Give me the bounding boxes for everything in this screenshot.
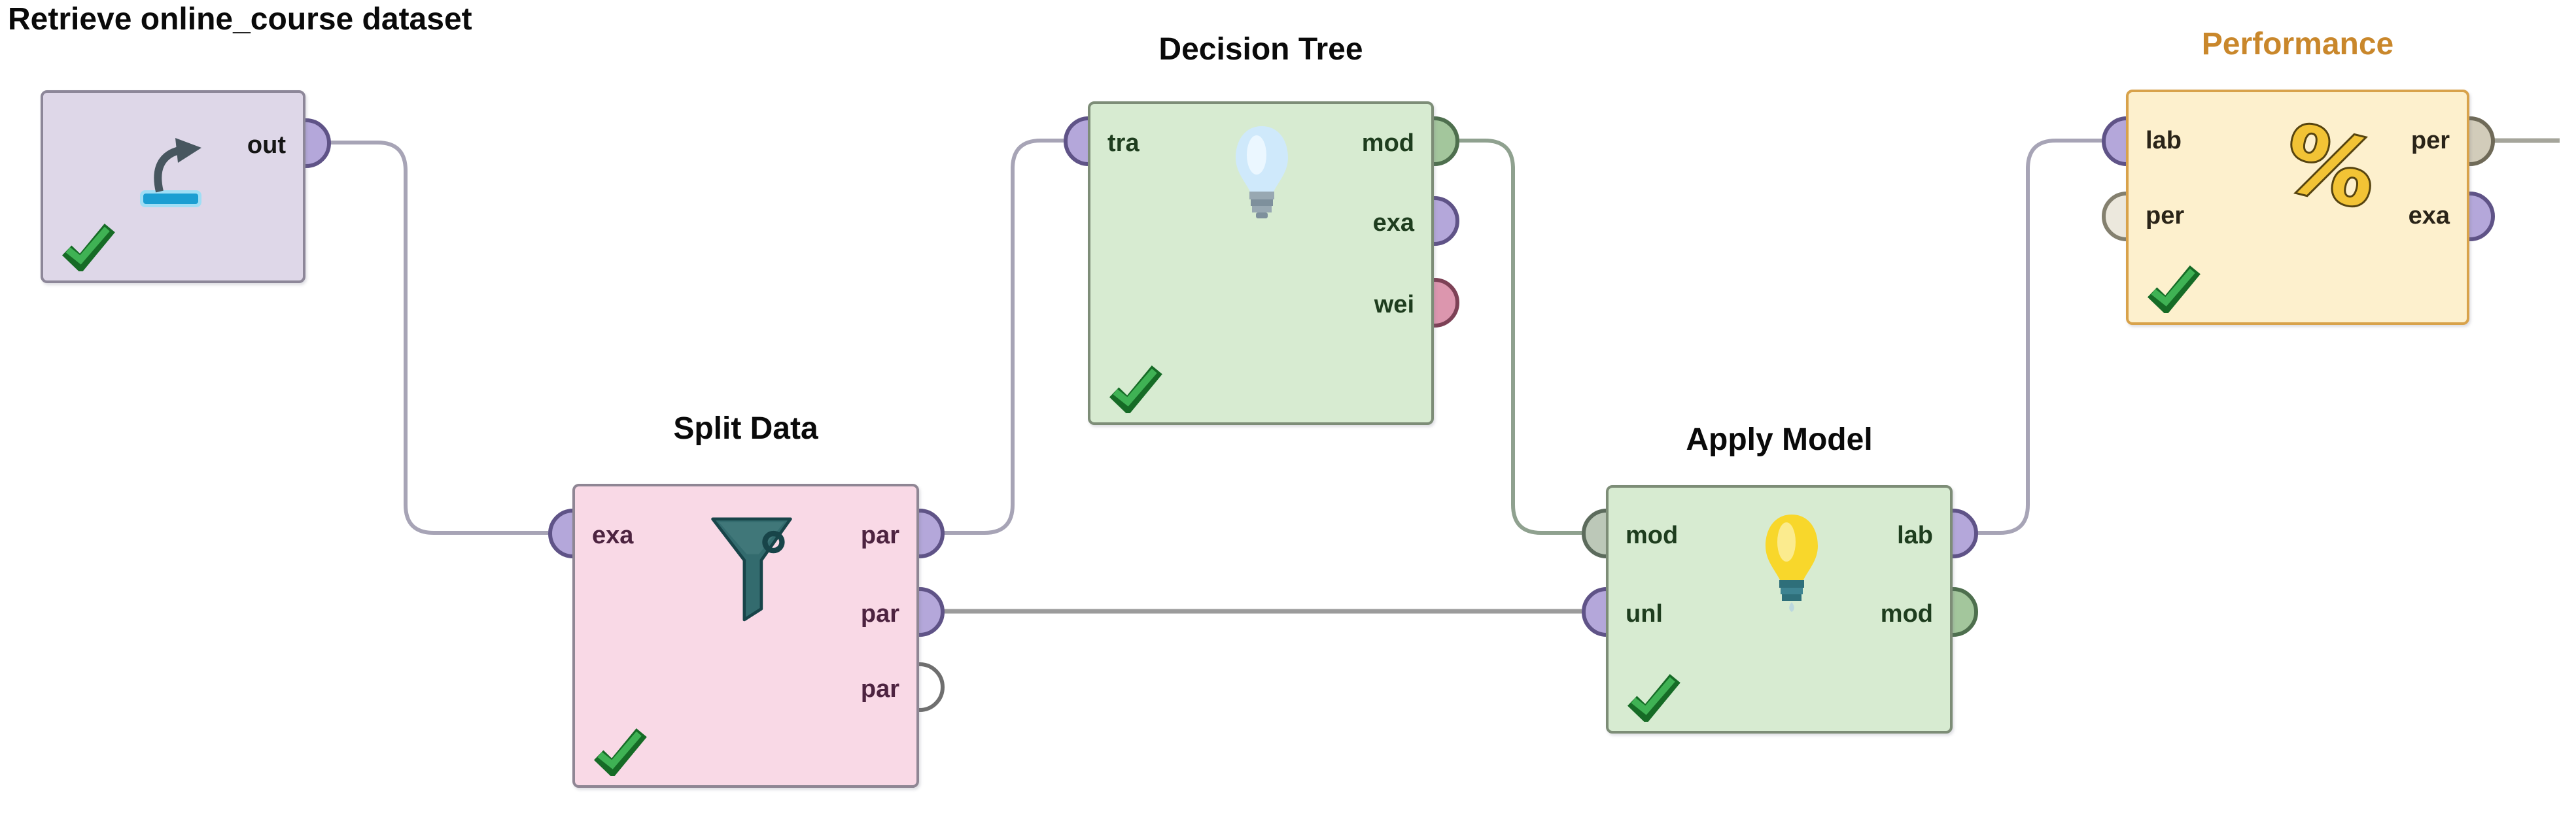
port-label-exa: exa xyxy=(2408,202,2450,229)
port-label-unl: unl xyxy=(1626,600,1663,628)
status-check-icon xyxy=(1109,365,1162,413)
port-label-mod: mod xyxy=(1880,600,1933,628)
wire-applymodel-lab-to-performance-lab[interactable] xyxy=(1977,139,2102,535)
lightbulb-yellow-icon xyxy=(1766,515,1818,612)
port-label-exa: exa xyxy=(592,522,634,549)
operator-decisiontree[interactable]: tra mod exa wei xyxy=(1088,101,1434,425)
funnel-icon xyxy=(711,517,792,622)
wire-splitdata-par1-to-decisiontree-tra[interactable] xyxy=(941,139,1064,535)
status-check-icon xyxy=(2147,265,2201,313)
port-label-wei: wei xyxy=(1374,291,1414,318)
operator-title-performance: Performance xyxy=(2201,27,2394,61)
lightbulb-blue-icon xyxy=(1236,126,1288,218)
port-label-mod: mod xyxy=(1626,522,1679,549)
operator-title-retrieve: Retrieve online_course dataset xyxy=(8,2,472,37)
operator-title-decisiontree: Decision Tree xyxy=(1158,32,1363,67)
operator-title-splitdata: Split Data xyxy=(673,411,818,446)
port-label-mod: mod xyxy=(1361,129,1414,157)
wire-retrieve-out-to-splitdata-exa[interactable] xyxy=(330,141,548,535)
import-arrow-icon xyxy=(140,138,201,207)
svg-text:%: % xyxy=(2276,115,2387,226)
percent-icon: % xyxy=(2276,115,2387,226)
port-label-per: per xyxy=(2146,202,2185,229)
operator-applymodel[interactable]: mod unl lab mod xyxy=(1606,485,1953,734)
status-check-icon xyxy=(593,728,647,776)
port-label-per: per xyxy=(2411,127,2450,154)
status-check-icon xyxy=(61,223,115,271)
status-check-icon xyxy=(1627,673,1680,722)
port-label-out: out xyxy=(247,131,286,159)
port-label-lab: lab xyxy=(1897,522,1933,549)
port-label-par: par xyxy=(860,675,899,703)
operator-performance[interactable]: % lab per per exa xyxy=(2126,90,2469,325)
operator-splitdata[interactable]: exa par par par xyxy=(572,484,919,788)
port-label-exa: exa xyxy=(1372,209,1414,237)
wire-decisiontree-mod-to-applymodel-mod[interactable] xyxy=(1458,139,1582,535)
operator-retrieve[interactable]: out xyxy=(41,90,305,283)
operator-title-applymodel: Apply Model xyxy=(1686,422,1873,457)
port-label-tra: tra xyxy=(1107,129,1140,157)
port-label-par: par xyxy=(860,600,899,628)
port-label-par: par xyxy=(860,522,899,549)
port-label-lab: lab xyxy=(2146,127,2182,154)
